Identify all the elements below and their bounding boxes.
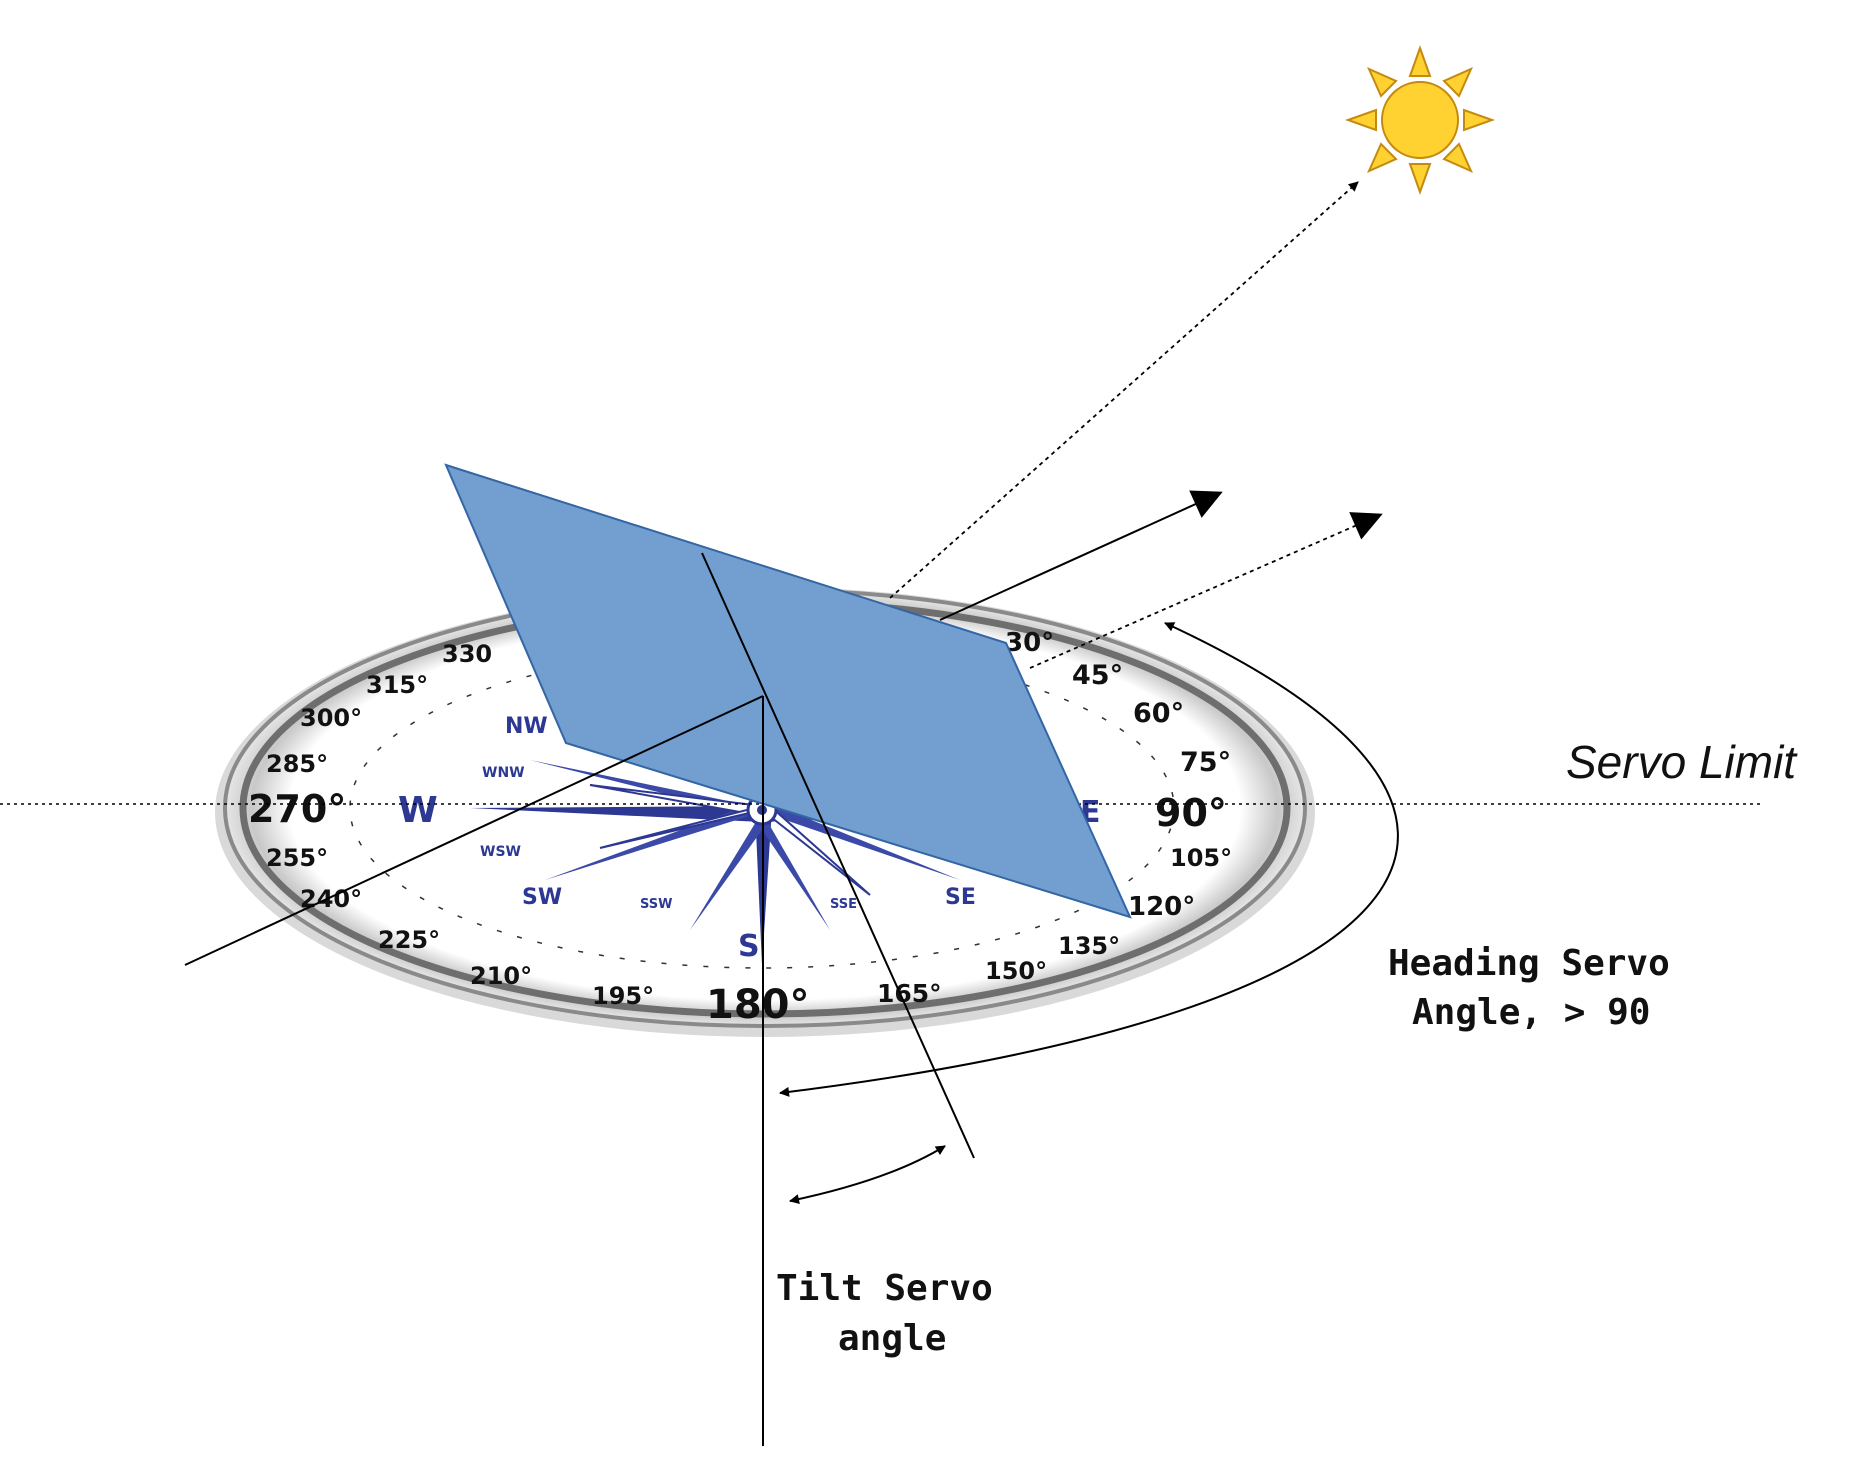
degree-label: 330 (442, 640, 492, 668)
degree-label: 165° (877, 979, 942, 1008)
servo-limit-label: Servo Limit (1566, 736, 1798, 788)
cardinal-label: SSE (830, 897, 857, 912)
sun-direction-ray (889, 181, 1359, 599)
degree-label: 105° (1170, 844, 1232, 872)
heading-servo-label-line2: Angle, > 90 (1412, 992, 1650, 1033)
cardinal-label: NW (505, 714, 548, 739)
degree-label: 135° (1058, 932, 1120, 960)
degree-label: 30° (1005, 628, 1054, 658)
panel-normal-arrow (939, 490, 1223, 621)
reflected-ray-arrow (1029, 512, 1383, 669)
degree-label: 255° (266, 844, 328, 872)
sun-icon (1345, 45, 1495, 195)
degree-label: 75° (1180, 747, 1231, 778)
cardinal-label: SE (945, 885, 976, 910)
heading-angle-arc (779, 622, 1399, 1097)
degree-label: 60° (1133, 698, 1184, 729)
degree-label-90: 90° (1155, 791, 1227, 835)
cardinal-label: WNW (482, 765, 525, 781)
degree-label: 240° (300, 885, 362, 913)
degree-label: 285° (266, 750, 328, 778)
degree-label: 210° (470, 962, 532, 990)
tilt-servo-label-line2: angle (838, 1318, 946, 1359)
cardinal-label: WSW (480, 844, 521, 860)
degree-label: 300° (300, 704, 362, 732)
degree-label: 150° (985, 957, 1047, 985)
ray-lines (889, 181, 1383, 669)
cardinal-label-w: W (398, 790, 438, 831)
cardinal-label-s: S (738, 929, 760, 964)
tilt-angle-arc (789, 1145, 946, 1205)
axis-lines (184, 552, 1399, 1446)
cardinal-label: SW (522, 885, 562, 910)
degree-label: 315° (366, 671, 428, 699)
degree-label: 195° (592, 982, 654, 1010)
heading-servo-label-line1: Heading Servo (1388, 943, 1670, 984)
degree-label-180: 180° (706, 982, 810, 1028)
heading-reference-line (184, 695, 764, 966)
degree-label: 45° (1072, 660, 1123, 691)
tilt-servo-label-line1: Tilt Servo (776, 1268, 993, 1309)
degree-label-270: 270° (248, 787, 346, 831)
degree-label: 120° (1128, 892, 1195, 922)
degree-label: 225° (378, 926, 440, 954)
cardinal-label: SSW (640, 897, 672, 912)
